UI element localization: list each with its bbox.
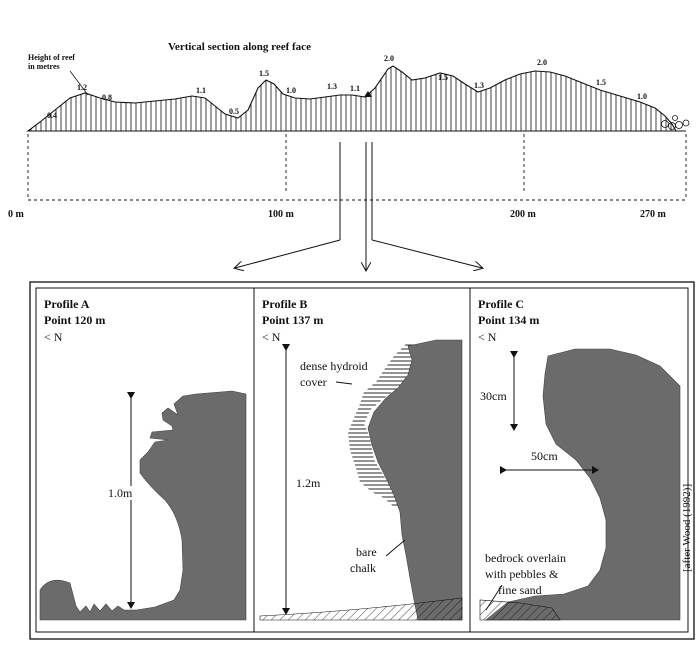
profile-c-bed-label: bedrock overlain [485,551,566,565]
profile-b-hydroid [348,342,430,508]
profile-c-bed-pointer [485,584,503,611]
profile-a-name: Profile A [44,297,90,311]
label-bg [292,476,324,490]
profile-b-name: Profile B [262,297,307,311]
profile-b-sediment [259,597,463,621]
height-value: 1.5 [438,73,448,82]
profile-c-box [469,287,689,633]
distance-200m: 200 m [510,209,537,220]
height-value: 0.4 [47,111,57,120]
height-value: 2.0 [537,58,547,67]
height-value: 1.1 [196,86,206,95]
profile-a-point: Point 120 m [44,313,105,327]
distance-0m: 0 m [8,209,25,220]
reef-profile [26,65,677,132]
label-bg [107,486,135,500]
profile-c-name: Profile C [478,297,524,311]
profile-a-height: 1.0m [108,486,133,500]
height-value: 1.5 [596,78,606,87]
credit: [after Wood (1992)] [681,484,693,572]
height-value: 1.0 [637,92,647,101]
profile-c-bed-label-3: fine sand [498,583,542,597]
profile-c-bed-label-2: with pebbles & [485,567,559,581]
height-value: 1.0 [286,86,296,95]
height-value: 1.5 [259,69,269,78]
profile-a-rock [39,390,247,621]
section-title: Vertical section along reef face [168,41,311,53]
profile-b-chalk-label-2: chalk [350,561,376,575]
profile-c-sediment [479,599,561,621]
height-value: 1.3 [327,82,337,91]
height-value: 1.3 [474,81,484,90]
height-label-line2: in metres [28,62,60,71]
profile-b-hydroid-pointer [335,381,353,385]
pebbles [661,115,690,130]
height-value: 1.2 [77,83,87,92]
profile-b-height: 1.2m [296,476,321,490]
profile-c-width: 50cm [531,449,558,463]
distance-100m: 100 m [268,209,295,220]
profile-b-north: < N [262,330,281,344]
distance-270m: 270 m [640,209,667,220]
profiles-frame [29,281,695,640]
height-value: 2.0 [384,54,394,63]
profile-b-point: Point 137 m [262,313,323,327]
height-label-pointer [69,70,89,96]
height-value: 0.8 [102,93,112,102]
profile-b-hydroid-label-2: cover [300,375,327,389]
profile-b-hydroid-label: dense hydroid [300,359,368,373]
profile-c-height: 30cm [480,389,507,403]
profile-pointers [235,142,482,270]
profile-b-chalk-label: bare [356,545,377,559]
distance-frame [27,134,687,201]
height-value: 0.5 [229,107,239,116]
profile-c-rock [485,348,681,621]
profile-c-point: Point 134 m [478,313,539,327]
profile-a-north: < N [44,330,63,344]
profile-c-north: < N [478,330,497,344]
marker-triangle [364,91,372,97]
profile-b-chalk-pointer [385,539,406,557]
height-values: 0.4 1.2 0.8 1.1 0.5 1.5 1.0 1.3 1.1 2.0 … [47,54,647,120]
height-label-line1: Height of reef [28,53,75,62]
height-value: 1.1 [350,84,360,93]
